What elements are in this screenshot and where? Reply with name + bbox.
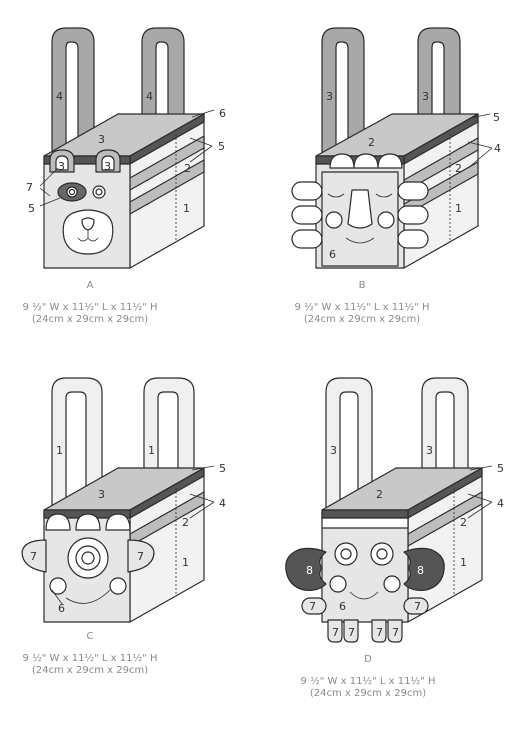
bag-c-callout: 6 [58,602,65,615]
bag-d-ear-right [403,547,445,591]
bag-d-callout: 2 [460,516,467,529]
bag-d-front-panel [321,511,409,623]
bag-a-callout: 1 [183,202,190,215]
bag-d-dimensions-in: 9 ½" W x 11½" L x 11½" H [300,676,436,687]
bag-d-diagram: 3 3 2 5 4 2 1 8 8 6 7 7 7 7 7 7 [285,377,504,643]
bag-c-callout: 2 [182,516,189,529]
bag-d-callout: 7 [309,600,316,613]
bag-d-callout: 4 [497,497,504,510]
bag-d-caption: D 9 ½" W x 11½" L x 11½" H (24cm x 29cm … [298,654,438,700]
bag-d-letter: D [364,654,372,665]
bag-c-callout: 3 [98,488,105,501]
bag-b-dimensions-in: 9 ½" W x 11½" L x 11½" H [294,302,430,313]
bag-d-callout: 3 [330,444,337,457]
bag-a-caption: A 9 ½" W x 11½" L x 11½" H (24cm x 29cm … [20,280,160,326]
bag-b-diagram: 3 3 2 5 4 2 1 6 [291,27,501,269]
bag-d-callout: 1 [460,556,467,569]
bag-b-mane-left [291,181,323,201]
bag-a-callout: 6 [219,107,226,120]
bag-b-callout: 3 [326,90,333,103]
bag-a-callout: 5 [28,202,35,215]
bag-c-dimensions-in: 9 ½" W x 11½" L x 11½" H [22,653,158,664]
bag-c-caption: C 9 ½" W x 11½" L x 11½" H (24cm x 29cm … [20,631,160,677]
bag-a-callout: 5 [218,140,225,153]
bag-c-callout: 1 [148,444,155,457]
bag-d-callout: 6 [339,600,346,613]
bag-c-arm-right [127,539,155,573]
bag-c-callout: 7 [30,550,37,563]
bag-c-callout: 7 [137,550,144,563]
bag-d-dimensions-cm: (24cm x 29cm x 29cm) [309,688,427,699]
bag-a-dimensions-in: 9 ½" W x 11½" L x 11½" H [22,302,158,313]
bag-a-dimensions-cm: (24cm x 29cm x 29cm) [31,314,149,325]
bag-a-callout: 4 [56,90,63,103]
bag-a-callout: 3 [58,160,65,173]
bag-c-diagram: 1 1 3 5 4 2 1 7 7 6 [21,377,226,623]
bag-c-dimensions-cm: (24cm x 29cm x 29cm) [31,665,149,676]
bag-c-letter: C [86,631,94,642]
bag-d-callout: 7 [392,626,399,639]
bag-b-callout: 6 [329,248,336,261]
bag-b-letter: B [358,280,366,291]
bag-d-callout: 2 [376,488,383,501]
bag-a-callout: 4 [146,90,153,103]
bag-c-callout: 5 [219,462,226,475]
bag-d-callout: 5 [497,462,504,475]
bag-d-ear-left [285,547,327,591]
bag-b-nose [347,189,373,229]
bag-c-callout: 1 [182,556,189,569]
bag-c-callout: 4 [219,497,226,510]
bag-c-arm-left [21,539,47,573]
bag-b-callout: 4 [494,142,501,155]
bag-b-caption: B 9 ½" W x 11½" L x 11½" H (24cm x 29cm … [292,280,432,326]
bag-b-callout: 5 [493,111,500,124]
bag-d-callout: 3 [426,444,433,457]
bag-a-callout: 3 [98,133,105,146]
bag-a-callout: 3 [104,160,111,173]
bag-a-diagram: 4 4 3 6 5 3 3 7 5 2 1 [26,27,226,269]
bag-d-callout: 8 [417,564,424,577]
bag-b-callout: 3 [422,90,429,103]
bag-b-dimensions-cm: (24cm x 29cm x 29cm) [303,314,421,325]
bag-a-callout: 7 [26,181,33,194]
bag-d-callout: 8 [306,564,313,577]
bag-b-callout: 2 [455,162,462,175]
bag-d-callout: 7 [376,626,383,639]
bag-b-callout: 1 [455,202,462,215]
bag-b-mane-right [397,181,429,201]
bag-d-callout: 7 [332,626,339,639]
bag-a-callout: 2 [184,162,191,175]
bag-d-callout: 7 [348,626,355,639]
bag-b-callout: 2 [368,136,375,149]
bag-d-callout: 7 [414,600,421,613]
bag-a-letter: A [86,280,94,291]
bag-c-callout: 1 [56,444,63,457]
